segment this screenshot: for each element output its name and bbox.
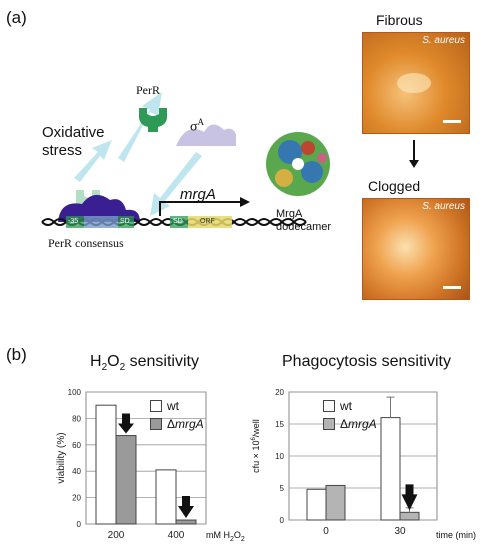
sigma-label: σA: [190, 117, 205, 135]
bar: [155, 469, 177, 525]
down-arrow-icon: [401, 484, 418, 511]
sigma-binding-arrow: [150, 152, 202, 216]
panel-b-label: (b): [6, 345, 27, 364]
legend-item-wt: wt: [150, 399, 204, 413]
y-tick-label: 100: [68, 388, 82, 397]
phago-x-unit: time (min): [436, 530, 476, 540]
bar: [380, 417, 401, 521]
bar: [325, 484, 346, 521]
legend-swatch-mrga-2: [323, 418, 335, 430]
orf-box: [188, 216, 232, 228]
afm-image-clogged: S. aureus: [362, 198, 470, 300]
h2o2-x-unit: mM H2O2: [206, 530, 245, 543]
consensus-label: PerR consensus: [48, 236, 124, 250]
bar: [306, 488, 327, 521]
orf-label: ORF: [200, 218, 215, 225]
y-axis-label: viability (%): [56, 432, 67, 483]
x-tick-label: 30: [394, 526, 406, 537]
down-arrow-icon: [118, 413, 134, 434]
gene-label: mrgA: [180, 186, 216, 203]
panel-a-label: (a): [6, 8, 27, 27]
sd-label-1: SD: [120, 218, 130, 225]
h2o2-chart-title: H2O2 sensitivity: [90, 353, 199, 374]
stress-label: stress: [42, 142, 83, 159]
minus35-box: [66, 216, 84, 228]
legend-swatch-wt: [150, 400, 162, 412]
phago-y-label: cfu × 106/well: [251, 419, 261, 473]
y-tick-label: 10: [275, 452, 284, 461]
transcription-arrowhead: [240, 197, 250, 207]
y-tick-label: 20: [72, 494, 81, 503]
oxidative-label: Oxidative: [42, 124, 105, 141]
down-arrow-icon: [178, 496, 194, 519]
y-tick-label: 0: [77, 520, 82, 529]
s-aureus-label-2: S. aureus: [422, 201, 465, 212]
s-aureus-label-1: S. aureus: [422, 35, 465, 46]
sd-box-2: [170, 216, 188, 228]
phago-chart-title: Phagocytosis sensitivity: [282, 353, 451, 370]
perr-box: [84, 216, 118, 228]
legend-item-wt-2: wt: [323, 399, 377, 413]
perr-release-arrow: [118, 92, 162, 162]
mrga-label-line2: dodecamer: [276, 221, 332, 233]
x-tick-label: 200: [108, 530, 125, 541]
y-tick-label: 80: [72, 414, 81, 423]
legend-swatch-wt-2: [323, 400, 335, 412]
rna-polymerase-shape: [58, 194, 140, 222]
scale-bar-1: [443, 120, 461, 123]
y-tick-label: 0: [280, 516, 285, 525]
bar: [95, 404, 117, 525]
sigma-factor-shape: [176, 124, 236, 146]
y-tick-label: 60: [72, 441, 81, 450]
bar: [399, 511, 420, 521]
sd-box-1: [118, 216, 134, 228]
regulation-schematic: [41, 92, 419, 228]
bar: [175, 519, 197, 525]
perr-protein-icon: [139, 108, 167, 132]
x-tick-label: 0: [323, 526, 329, 537]
mrga-label-line1: MrgA: [276, 208, 303, 220]
perr-label: PerR: [136, 83, 160, 97]
y-tick-label: 40: [72, 467, 81, 476]
y-tick-label: 20: [275, 388, 284, 397]
afm-image-fibrous: S. aureus: [362, 32, 470, 134]
clogged-label: Clogged: [368, 178, 421, 194]
scale-bar-2: [443, 286, 461, 289]
fibrous-to-clogged-arrowhead: [409, 160, 419, 168]
fibrous-label: Fibrous: [376, 12, 423, 28]
y-tick-label: 15: [275, 420, 284, 429]
y-tick-label: 5: [280, 484, 285, 493]
phagocytosis-chart: 0 5 10 15 20 0 30: [275, 388, 438, 537]
minus35-label: -35: [68, 218, 79, 225]
sd-label-2: SD: [173, 218, 183, 225]
transcription-arrow: [159, 201, 240, 216]
mrga-dodecamer-icon: [266, 132, 330, 196]
x-tick-label: 400: [168, 530, 185, 541]
bar: [115, 435, 137, 525]
legend-swatch-mrga: [150, 418, 162, 430]
stress-arrow: [74, 140, 112, 182]
h2o2-chart: 0 20 40 60 80 100 viability (%) 200 400: [56, 388, 207, 541]
